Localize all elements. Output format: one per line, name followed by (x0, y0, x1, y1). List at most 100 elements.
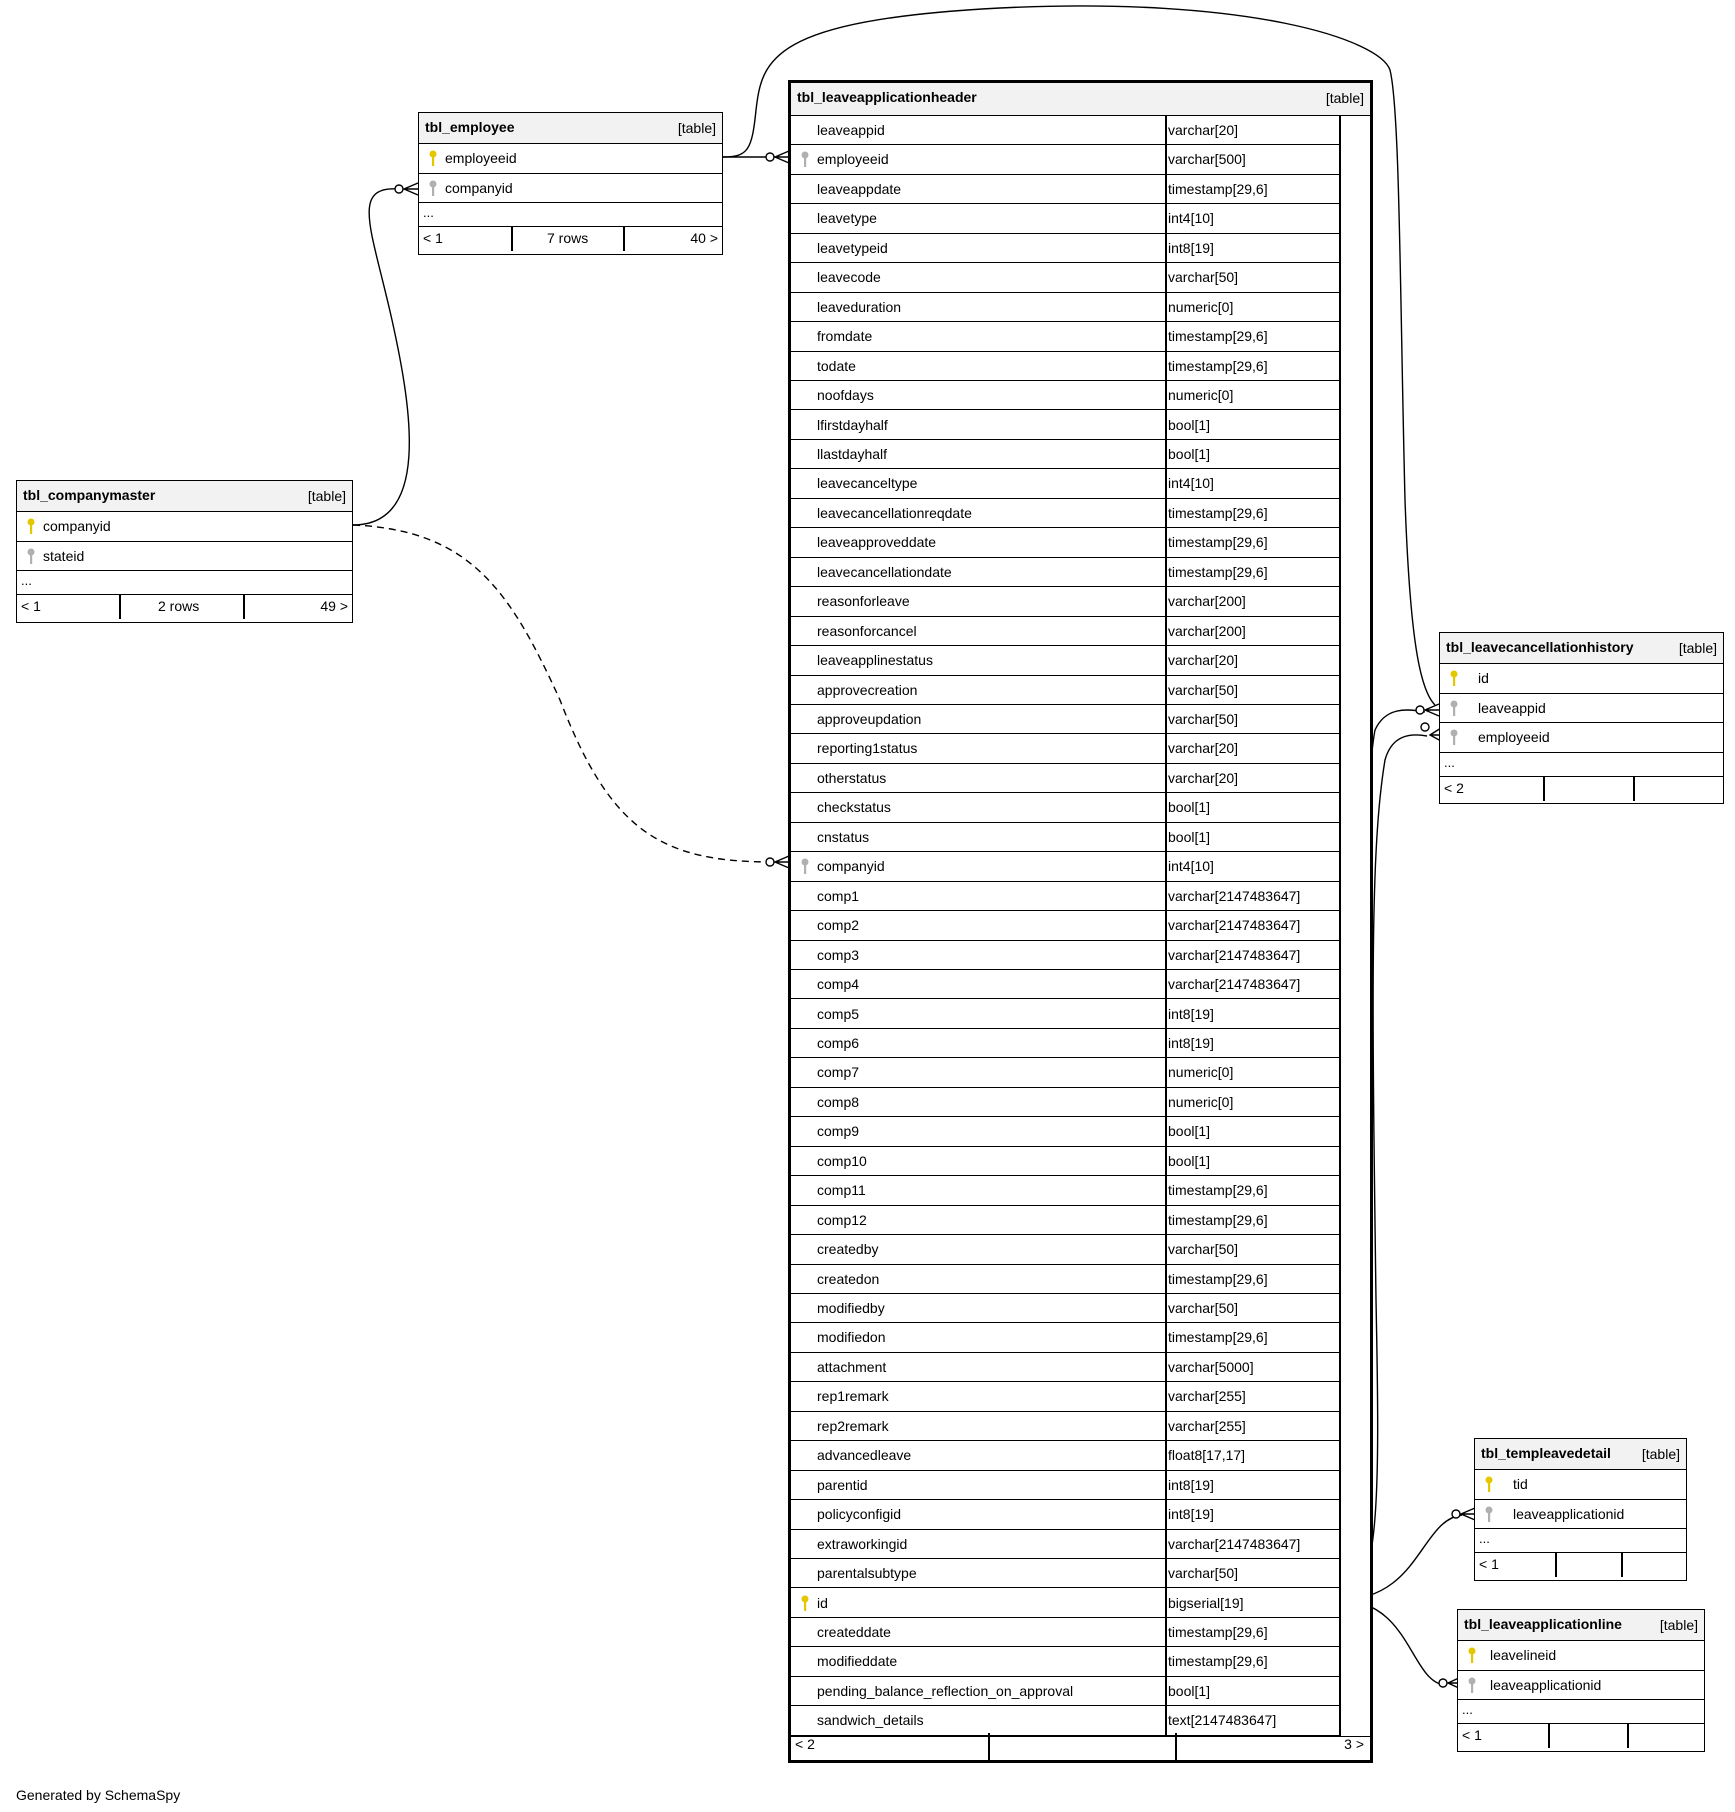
column-row: employeeid (419, 144, 722, 174)
table-templeavedetail[interactable]: tbl_templeavedetail [table] tid leaveapp… (1474, 1438, 1687, 1581)
table-name: tbl_leavecancellationhistory (1446, 639, 1634, 655)
table-kind: [table] (307, 488, 346, 504)
column-name: leavetype (817, 210, 877, 227)
column-type: int8[19] (1168, 1476, 1214, 1493)
more-columns: ... (419, 203, 722, 227)
column-name: advancedleave (817, 1447, 912, 1464)
foreign-key-icon (801, 151, 809, 168)
column-name: lfirstdayhalf (817, 416, 888, 433)
column-name: leavecancellationreqdate (817, 504, 972, 521)
column-name: comp6 (817, 1034, 860, 1051)
column-type: int4[10] (1168, 210, 1214, 227)
table-employee[interactable]: tbl_employee [table] employeeid companyi… (418, 112, 723, 255)
column-type: timestamp[29,6] (1168, 504, 1268, 521)
column-name: fromdate (817, 328, 873, 345)
column-type: varchar[2147483647] (1168, 946, 1301, 963)
column-type: bigserial[19] (1168, 1594, 1244, 1611)
table-footer: < 1 7 rows 40 > (419, 227, 722, 251)
primary-key-icon (801, 1595, 809, 1611)
crowfoot-marker (773, 150, 790, 164)
column-row: leaveapplinestatus varchar[20] (791, 646, 1339, 676)
table-kind: [table] (1678, 640, 1717, 656)
column-name: leavecancellationdate (817, 563, 952, 580)
column-row: leavelineid (1458, 1641, 1704, 1671)
foreign-key-icon (1485, 1506, 1493, 1522)
table-name: tbl_leaveapplicationheader (797, 89, 977, 105)
table-header: tbl_leavecancellationhistory [table] (1440, 633, 1723, 664)
column-name: companyid (817, 858, 885, 875)
column-type: varchar[50] (1168, 1565, 1239, 1582)
table-leavecancellationhistory[interactable]: tbl_leavecancellationhistory [table] id … (1439, 632, 1724, 804)
table-footer: < 1 (1458, 1724, 1704, 1748)
table-companymaster[interactable]: tbl_companymaster [table] companyid stat… (16, 480, 353, 623)
generated-by-note: Generated by SchemaSpy (16, 1787, 181, 1803)
primary-key-icon (27, 518, 35, 534)
column-name: checkstatus (817, 799, 891, 816)
column-type: varchar[500] (1168, 151, 1246, 168)
column-name: comp4 (817, 976, 860, 993)
table-kind: [table] (1641, 1446, 1680, 1462)
table-footer: < 2 3 > (791, 1733, 1370, 1760)
column-name: extraworkingid (817, 1535, 908, 1552)
link-companymaster-header (352, 524, 773, 863)
column-name: noofdays (817, 387, 874, 404)
column-row: comp11 timestamp[29,6] (791, 1176, 1339, 1206)
column-type: numeric[0] (1168, 1093, 1234, 1110)
column-name: createdby (817, 1241, 879, 1258)
column-row: id (1440, 664, 1723, 694)
column-type: varchar[255] (1168, 1388, 1246, 1405)
crowfoot-marker (1459, 1507, 1476, 1521)
table-leaveapplicationheader[interactable]: tbl_leaveapplicationheader [table] leave… (788, 80, 1373, 1763)
table-header: tbl_companymaster [table] (17, 481, 352, 512)
column-name: comp11 (817, 1182, 866, 1199)
column-row: leavetype int4[10] (791, 204, 1339, 234)
column-name: comp7 (817, 1064, 860, 1081)
column-name: leavetypeid (817, 239, 888, 256)
column-name: reporting1status (817, 740, 918, 757)
parents-count: < 2 (795, 1736, 815, 1752)
column-name: comp1 (817, 887, 860, 904)
column-name: policyconfigid (817, 1506, 902, 1523)
parents-count: < 2 (1444, 779, 1464, 796)
column-name: todate (817, 357, 856, 374)
column-name: employeeid (817, 151, 889, 168)
column-type: bool[1] (1168, 1682, 1211, 1699)
column-type: int4[10] (1168, 475, 1214, 492)
table-name: tbl_leaveapplicationline (1464, 1616, 1622, 1632)
column-type: varchar[20] (1168, 652, 1239, 669)
column-name: leaveapplinestatus (817, 652, 933, 669)
row-count: 2 rows (158, 598, 200, 614)
table-leaveapplicationline[interactable]: tbl_leaveapplicationline [table] leaveli… (1457, 1609, 1705, 1752)
column-type: timestamp[29,6] (1168, 1182, 1268, 1199)
marker-circle (1420, 722, 1430, 732)
column-name: otherstatus (817, 769, 887, 786)
column-type: varchar[2147483647] (1168, 1535, 1301, 1552)
table-name: tbl_templeavedetail (1481, 1445, 1611, 1461)
column-type: timestamp[29,6] (1168, 180, 1268, 197)
column-name: companyid (445, 179, 513, 196)
